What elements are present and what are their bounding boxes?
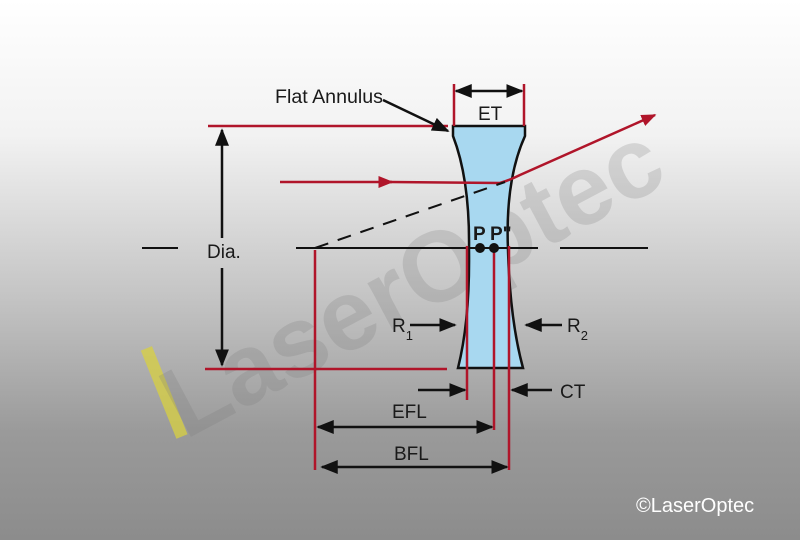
r2-letter: R [567,316,581,337]
r1-subscript: 1 [406,328,413,343]
principal-point-2 [489,243,499,253]
bfl-label: BFL [394,444,429,465]
r1-letter: R [392,316,406,337]
principal-point-1 [475,243,485,253]
flat-annulus-arrow [382,98,450,133]
r2-subscript: 2 [581,328,588,343]
watermark-bar [140,346,188,439]
p-double-prime-label: P" [490,224,512,245]
dimension-arrows [215,84,562,474]
virtual-ray-extension [314,181,506,249]
flat-annulus-label: Flat Annulus [275,87,383,108]
r2-label: R2 [567,316,588,343]
r1-label: R1 [392,316,413,343]
et-label: ET [478,104,503,125]
copyright-text: ©LaserOptec [636,495,754,517]
dia-label: Dia. [207,242,241,263]
ct-label: CT [560,382,586,403]
reference-lines [205,84,526,470]
p-label: P [473,224,486,245]
efl-label: EFL [392,402,427,423]
